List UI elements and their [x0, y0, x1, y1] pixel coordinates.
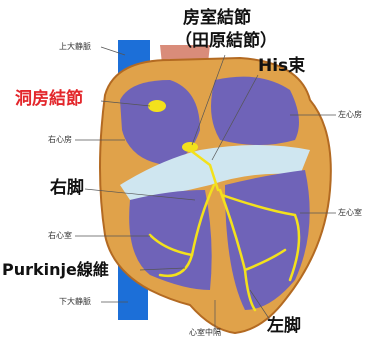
- right-ventricle-label: 右心室: [48, 232, 72, 240]
- sinoatrial-node-shape: [148, 100, 166, 112]
- right-bundle-label: 右脚: [50, 180, 84, 197]
- right-atrium-label: 右心房: [48, 136, 72, 144]
- superior-vena-cava-label: 上大静脈: [59, 43, 91, 51]
- his-bundle-label: His束: [258, 58, 305, 75]
- inferior-vena-cava-label: 下大静脈: [59, 298, 91, 306]
- purkinje-fibers-label: Purkinje線維: [2, 262, 109, 278]
- left-ventricle-label: 左心室: [338, 209, 362, 217]
- av-node-label: 房室結節: [183, 10, 251, 27]
- left-atrium-label: 左心房: [338, 111, 362, 119]
- left-bundle-label: 左脚: [267, 318, 301, 335]
- sinoatrial-node-label: 洞房結節: [15, 91, 83, 108]
- septum-label: 心室中隔: [189, 329, 221, 337]
- av-node-alt-label: （田原結節）: [175, 33, 277, 50]
